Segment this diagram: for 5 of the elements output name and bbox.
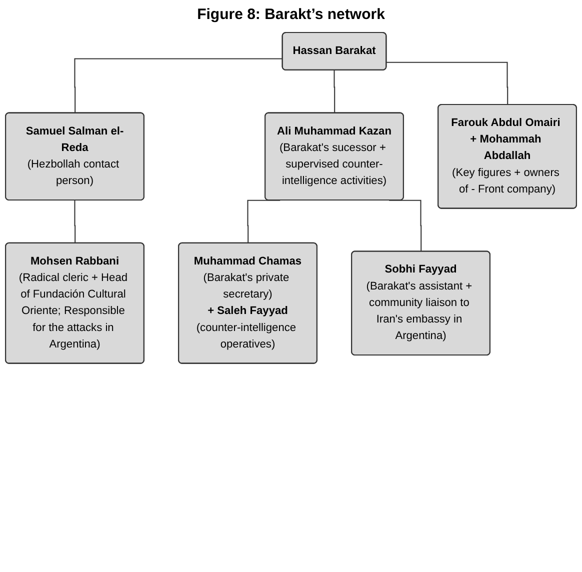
connector bbox=[386, 62, 508, 105]
connector bbox=[334, 70, 336, 114]
figure-title: Figure 8: Barakt’s network bbox=[196, 6, 386, 23]
connector bbox=[74, 200, 76, 244]
connector bbox=[74, 58, 283, 114]
